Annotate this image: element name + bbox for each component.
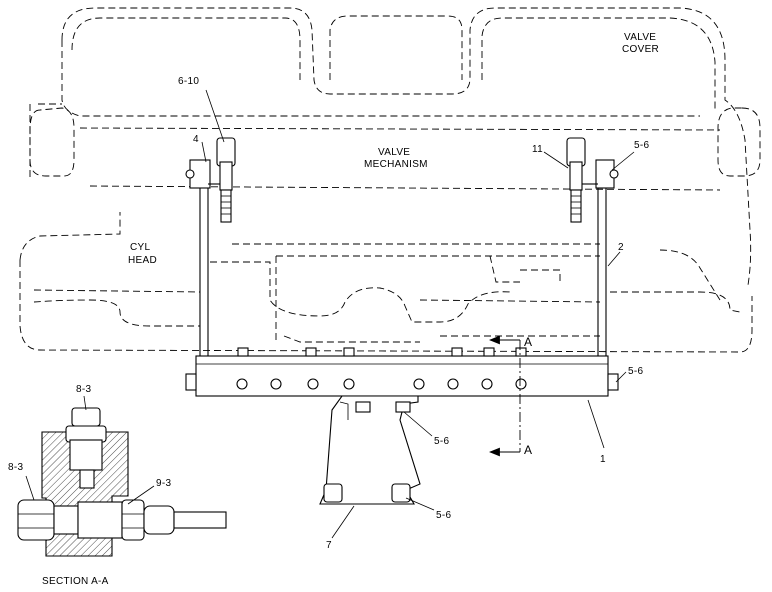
section-marker-top: A <box>524 335 532 349</box>
valve-mechanism-label: VALVE MECHANISM <box>364 147 428 170</box>
svg-text:CYL: CYL <box>130 242 150 253</box>
callout-11: 11 <box>532 144 543 155</box>
valve-cover-label: VALVE COVER <box>622 32 659 55</box>
bolt-right <box>566 137 598 223</box>
callout-6-10: 6-10 <box>178 76 199 87</box>
section-marker-bottom: A <box>524 443 532 457</box>
svg-text:VALVE: VALVE <box>624 32 656 43</box>
mounting-bracket <box>185 159 619 356</box>
cylinder-head-outline <box>19 103 761 353</box>
leader-lines <box>25 89 635 539</box>
callout-5-6-low: 5-6 <box>436 510 451 521</box>
bolt-left <box>208 137 236 223</box>
svg-text:HEAD: HEAD <box>128 255 157 266</box>
section-line <box>488 335 521 457</box>
support-plate <box>319 395 421 505</box>
callout-5-6-mid: 5-6 <box>434 436 449 447</box>
callout-8-3-top: 8-3 <box>76 384 91 395</box>
callout-1: 1 <box>600 454 606 465</box>
callout-5-6-right: 5-6 <box>628 366 643 377</box>
manifold-bar <box>185 347 619 397</box>
svg-text:MECHANISM: MECHANISM <box>364 159 428 170</box>
section-aa-detail <box>17 407 227 557</box>
callout-8-3-left: 8-3 <box>8 462 23 473</box>
section-title: SECTION A-A <box>42 576 109 587</box>
callout-2: 2 <box>618 242 624 253</box>
svg-text:COVER: COVER <box>622 44 659 55</box>
callout-5-6-top: 5-6 <box>634 140 649 151</box>
callout-7: 7 <box>326 540 332 551</box>
callout-4: 4 <box>193 134 199 145</box>
svg-text:VALVE: VALVE <box>378 147 410 158</box>
callout-9-3: 9-3 <box>156 478 171 489</box>
cyl-head-label: CYL HEAD <box>128 242 157 266</box>
